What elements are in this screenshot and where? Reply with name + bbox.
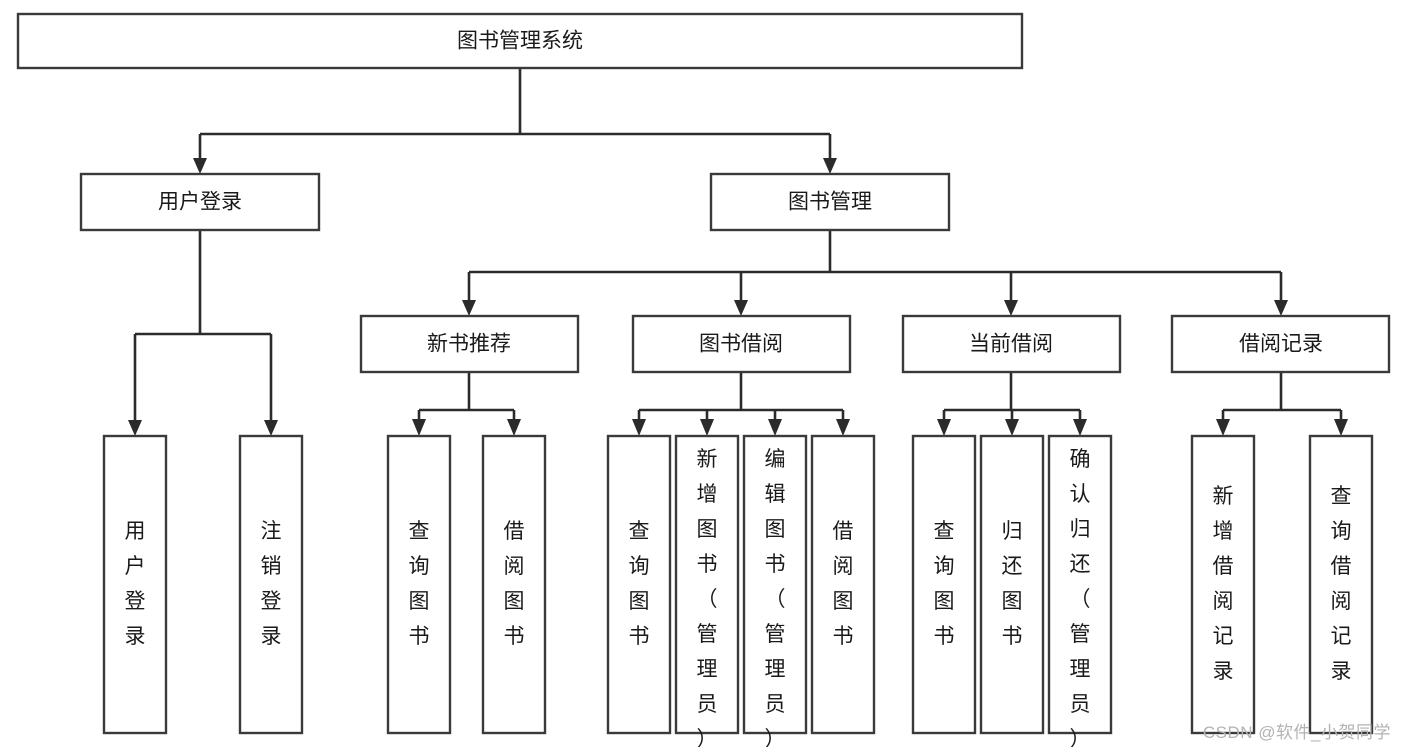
leaf-node-10-确认归还管理员[interactable]: 确认归还（管理员）	[1047, 434, 1113, 747]
leaf-node-7-借阅图书[interactable]: 借阅图书	[810, 434, 876, 735]
leaf-node-label: 新增借阅记录	[1213, 485, 1234, 683]
node-new-book-recommend-box[interactable]	[359, 314, 580, 374]
leaf-node-5-新增图书管理员[interactable]: 新增图书（管理员）	[674, 434, 740, 747]
arrowhead-current-borrow	[1004, 300, 1018, 316]
leaf-node-8-查询图书[interactable]: 查询图书	[911, 434, 977, 735]
leaf-node-1-注销登录[interactable]: 注销登录	[238, 434, 304, 735]
leaf-node-4-查询图书[interactable]: 查询图书	[606, 434, 672, 735]
leaf-node-box[interactable]	[481, 434, 547, 735]
node-book-management-label: 图书管理	[788, 191, 872, 214]
arrowhead-br-query-record	[1334, 419, 1348, 436]
node-book-management[interactable]: 图书管理	[709, 172, 951, 232]
node-book-borrow-label: 图书借阅	[699, 333, 783, 356]
leaf-nodes-layer: 用户登录 注销登录 查询图书 借阅图书 查询图书 新增图书（管理员） 编辑图书（管理员） 借阅…	[102, 434, 1374, 747]
leaf-node-0-用户登录[interactable]: 用户登录	[102, 434, 168, 735]
leaf-node-box[interactable]	[386, 434, 452, 735]
leaf-node-2-查询图书[interactable]: 查询图书	[386, 434, 452, 735]
leaf-node-box[interactable]	[911, 434, 977, 735]
leaf-node-label: 查询图书	[409, 520, 430, 648]
leaf-node-label: 归还图书	[1002, 520, 1023, 648]
arrowhead-nb-query-book	[412, 419, 426, 436]
leaf-node-label: 编辑图书（管理员）	[765, 448, 786, 747]
arrowhead-book-borrow	[734, 300, 748, 316]
node-root[interactable]: 图书管理系统	[16, 12, 1024, 70]
arrowhead-bb-query-book	[632, 419, 646, 436]
arrowhead-borrow-record	[1274, 300, 1288, 316]
leaf-node-label: 查询借阅记录	[1331, 485, 1352, 683]
node-borrow-record-label: 借阅记录	[1239, 333, 1323, 356]
arrowhead-leaf-logout	[264, 420, 278, 436]
connectors-book-borrow-to-leaves	[632, 372, 850, 436]
node-current-borrow-label: 当前借阅	[969, 333, 1053, 356]
leaf-node-box[interactable]	[742, 434, 808, 735]
arrowhead-leaf-user-login	[128, 420, 142, 436]
node-borrow-record[interactable]: 借阅记录	[1170, 314, 1391, 374]
arrowhead-cb-confirm-return	[1073, 419, 1087, 436]
leaf-node-label: 用户登录	[125, 520, 146, 648]
leaf-node-label: 查询图书	[629, 520, 650, 648]
leaf-node-6-编辑图书管理员[interactable]: 编辑图书（管理员）	[742, 434, 808, 747]
arrowhead-new-book-rec	[462, 300, 476, 316]
node-root-box[interactable]	[16, 12, 1024, 70]
node-root-label: 图书管理系统	[457, 30, 583, 53]
leaf-node-label: 借阅图书	[833, 520, 854, 648]
leaf-node-box[interactable]	[810, 434, 876, 735]
arrowhead-cb-query-book	[937, 419, 951, 436]
leaf-node-box[interactable]	[102, 434, 168, 735]
node-current-borrow[interactable]: 当前借阅	[901, 314, 1122, 374]
arrowhead-book-mgmt	[823, 158, 837, 174]
leaf-node-box[interactable]	[979, 434, 1045, 735]
leaf-node-11-新增借阅记录[interactable]: 新增借阅记录	[1190, 434, 1256, 735]
leaf-node-9-归还图书[interactable]: 归还图书	[979, 434, 1045, 735]
node-current-borrow-box[interactable]	[901, 314, 1122, 374]
leaf-node-3-借阅图书[interactable]: 借阅图书	[481, 434, 547, 735]
leaf-node-box[interactable]	[674, 434, 740, 735]
arrowhead-bb-add-book	[700, 419, 714, 436]
connectors-book-mgmt-to-level3	[462, 230, 1288, 316]
connectors-new-book-to-leaves	[412, 372, 521, 436]
node-book-borrow-box[interactable]	[631, 314, 852, 374]
leaf-node-label: 确认归还（管理员）	[1070, 448, 1091, 747]
node-user-login-label: 用户登录	[158, 191, 242, 214]
leaf-node-label: 借阅图书	[504, 520, 525, 648]
connectors-borrow-record-to-leaves	[1216, 372, 1348, 436]
node-user-login[interactable]: 用户登录	[79, 172, 321, 232]
node-book-management-box[interactable]	[709, 172, 951, 232]
connectors-current-borrow-to-leaves	[937, 372, 1087, 436]
node-new-book-recommend[interactable]: 新书推荐	[359, 314, 580, 374]
leaf-node-box[interactable]	[1308, 434, 1374, 735]
arrowhead-bb-borrow-book	[836, 419, 850, 436]
leaf-node-box[interactable]	[238, 434, 304, 735]
node-user-login-box[interactable]	[79, 172, 321, 232]
leaf-node-box[interactable]	[1190, 434, 1256, 735]
leaf-node-label: 新增图书（管理员）	[697, 448, 718, 747]
arrowhead-cb-return-book	[1005, 419, 1019, 436]
leaf-node-12-查询借阅记录[interactable]: 查询借阅记录	[1308, 434, 1374, 735]
leaf-node-box[interactable]	[1047, 434, 1113, 735]
leaf-node-box[interactable]	[606, 434, 672, 735]
node-book-borrow[interactable]: 图书借阅	[631, 314, 852, 374]
leaf-node-label: 注销登录	[261, 520, 282, 648]
watermark-label: CSDN @软件_小贺同学	[1202, 723, 1391, 742]
arrowhead-nb-borrow-book	[507, 419, 521, 436]
connectors-user-login-to-leaves	[128, 230, 278, 436]
node-borrow-record-box[interactable]	[1170, 314, 1391, 374]
arrowhead-br-add-record	[1216, 419, 1230, 436]
arrowhead-bb-edit-book	[768, 419, 782, 436]
leaf-node-label: 查询图书	[934, 520, 955, 648]
connectors-root-to-level2	[193, 68, 837, 174]
node-new-book-recommend-label: 新书推荐	[427, 333, 511, 356]
arrowhead-user-login	[193, 158, 207, 174]
